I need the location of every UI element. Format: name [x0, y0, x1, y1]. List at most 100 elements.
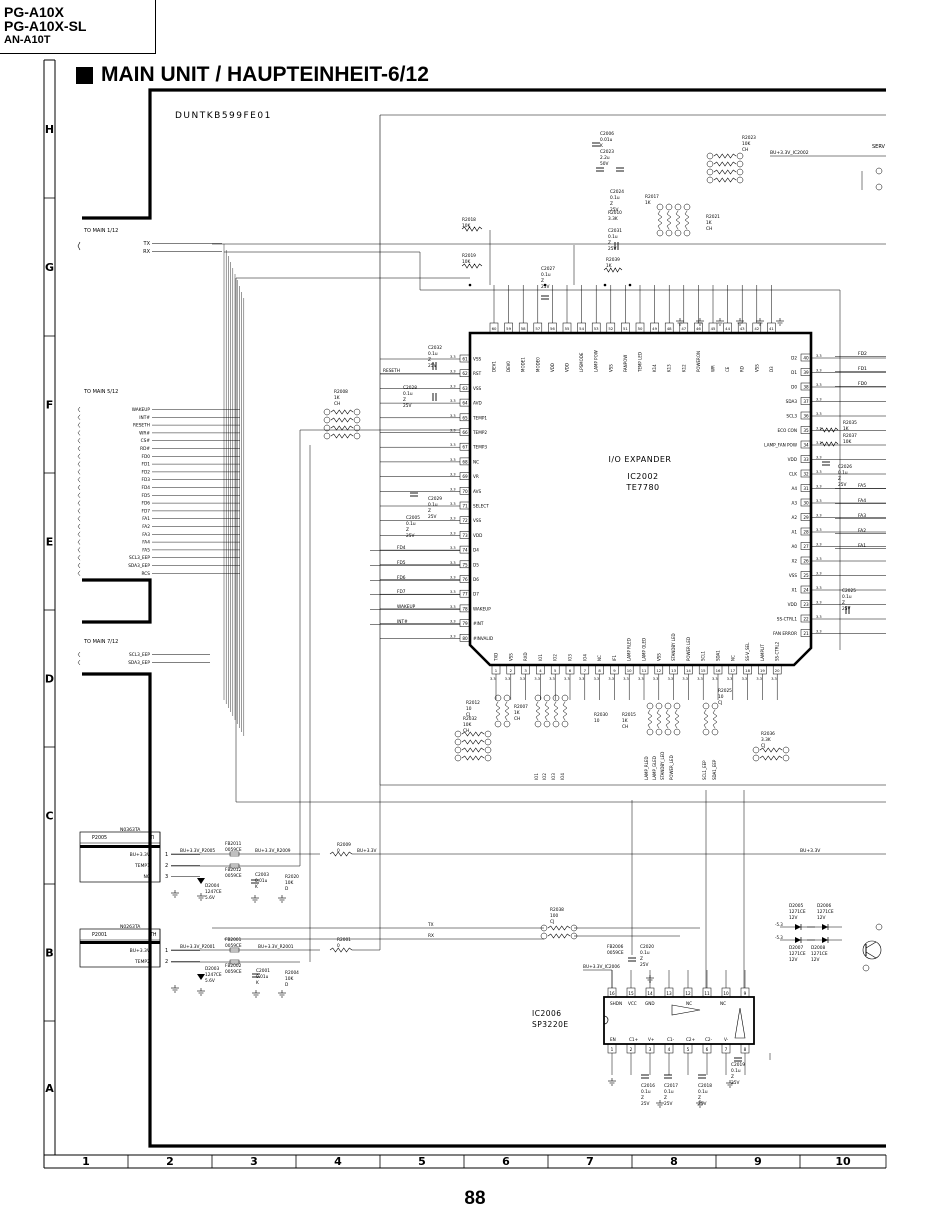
pin-number: 65	[462, 415, 468, 420]
pin-name: VDD	[788, 602, 797, 607]
pin-number: 2	[510, 668, 513, 673]
resistor-network-r2007	[535, 701, 541, 721]
component-value: Z	[608, 240, 611, 246]
component-ref: R2008	[334, 389, 348, 395]
pin-number: 5	[554, 668, 557, 673]
ic-pin-label: C1-	[667, 1037, 675, 1042]
signal-label: SCL3_EEP	[129, 555, 150, 561]
net-label: RESETH	[383, 368, 400, 374]
voltage-label: 3.3	[697, 677, 703, 681]
component-ref: R2037	[843, 433, 857, 439]
component-value: 0059CE	[225, 943, 242, 949]
signal-label: SCL1_EEP	[702, 760, 707, 780]
resistor-network-r2015	[664, 702, 672, 710]
resistor-network-r2008	[330, 425, 354, 431]
pin-number: 60	[492, 326, 497, 331]
voltage-label: 3.3	[450, 590, 456, 594]
connector-bracket	[77, 500, 81, 506]
pin-box	[459, 442, 471, 451]
voltage-label: 3.3	[816, 543, 822, 547]
page-number: 88	[464, 1188, 486, 1209]
ic-pin-label: GND	[645, 1001, 655, 1006]
voltage-label: 3.3	[816, 470, 822, 474]
connector-pin-name: BU+3.3V	[130, 948, 151, 954]
signal-label: FA4	[142, 540, 150, 546]
resistor-network-r2007	[552, 694, 560, 702]
voltage-label: 3.3	[816, 499, 822, 503]
pin-name: AVD	[473, 401, 482, 406]
resistor-network-r2036	[782, 746, 790, 754]
component-value: 0.1u	[406, 521, 416, 527]
pin-name: VSS	[789, 573, 798, 578]
voltage-label: 3.3	[450, 517, 456, 521]
ic2002-name: I/O EXPANDER	[609, 455, 672, 464]
signal-label: FA1	[142, 516, 150, 522]
signal-label: IO3	[551, 773, 556, 780]
pin-box	[459, 457, 471, 466]
connector-part: N0263TA	[120, 924, 141, 930]
net-label: BU+3.3V_P2005	[180, 848, 215, 854]
voltage-label: 3.3	[816, 412, 822, 416]
component-value: 0.1u	[698, 1089, 708, 1095]
component-value: 1271CE	[817, 909, 834, 915]
component-value: 0.1u	[403, 391, 413, 397]
connector-label: TO MAIN 5/12	[83, 389, 118, 395]
resistor-network-r2038	[547, 925, 571, 931]
resistor-network-r2008	[323, 416, 331, 424]
component-value: 0.1u	[838, 470, 848, 476]
signal-label: FD7	[141, 508, 150, 514]
connector-pin-num: 2	[165, 863, 168, 869]
component-value: 12V	[817, 915, 825, 921]
pin-number: 53	[594, 326, 599, 331]
pin-number: 16	[609, 991, 615, 996]
resistor-network-r2015	[664, 728, 672, 736]
pin-name: LAMP_FAN POW	[764, 443, 797, 448]
pin-number: 69	[462, 474, 468, 479]
signal-label: SDA3_EEP	[128, 563, 150, 569]
component-value: 0.1u	[664, 1089, 674, 1095]
resistor-network-r2017	[657, 210, 663, 230]
connector-pin-num: 2	[165, 959, 168, 965]
voltage-label: 3.3	[450, 384, 456, 388]
pin-box	[800, 353, 812, 362]
pin-name: A0	[791, 544, 797, 549]
ic2006-part: SP3220E	[532, 1020, 569, 1029]
component-value: 1K	[645, 200, 651, 206]
grid-col-label: 9	[754, 1155, 762, 1168]
resistor-network-r2032	[454, 738, 462, 746]
resistor-network-r2017	[665, 229, 673, 237]
ic-pin-label: NC	[720, 1001, 726, 1006]
pin-number: 7	[725, 1047, 728, 1052]
pin-name: A1	[791, 530, 797, 535]
signal-label: SDA1_EEP	[712, 759, 717, 780]
signal-label: RX	[143, 249, 150, 255]
component-value: 1K	[706, 220, 712, 226]
pin-number: 4	[668, 1047, 671, 1052]
zener-diode-d2003	[197, 974, 205, 980]
ic-pin-label: V-	[724, 1037, 729, 1042]
pin-name: D7	[473, 592, 479, 597]
resistor-network-r2036	[752, 754, 760, 762]
component-value: CJ	[761, 743, 765, 749]
pin-number: 1	[495, 668, 498, 673]
pin-number: 61	[462, 357, 468, 362]
connector-bracket	[77, 422, 81, 428]
pin-name: TEMP3	[472, 445, 487, 450]
pin-name: RST	[473, 371, 482, 376]
pin-number: 13	[671, 668, 676, 673]
connector-bracket	[77, 453, 81, 459]
pin-name: TXD	[494, 653, 499, 662]
connector-pin-num: 1	[165, 852, 168, 858]
resistor-network-r2007	[561, 720, 569, 728]
component-value: 25V	[698, 1101, 706, 1107]
connector-bracket	[77, 508, 81, 514]
pin-number: 31	[803, 486, 809, 491]
pin-box	[800, 585, 812, 594]
resistor-network-r2023	[706, 160, 714, 168]
resistor-network-r2023	[736, 176, 744, 184]
resistor-network-r2015	[655, 702, 663, 710]
component-value: Z	[838, 476, 841, 482]
pin-box	[800, 571, 812, 579]
component-ref: R2018	[462, 217, 476, 223]
component-ref: C2018	[698, 1083, 712, 1089]
